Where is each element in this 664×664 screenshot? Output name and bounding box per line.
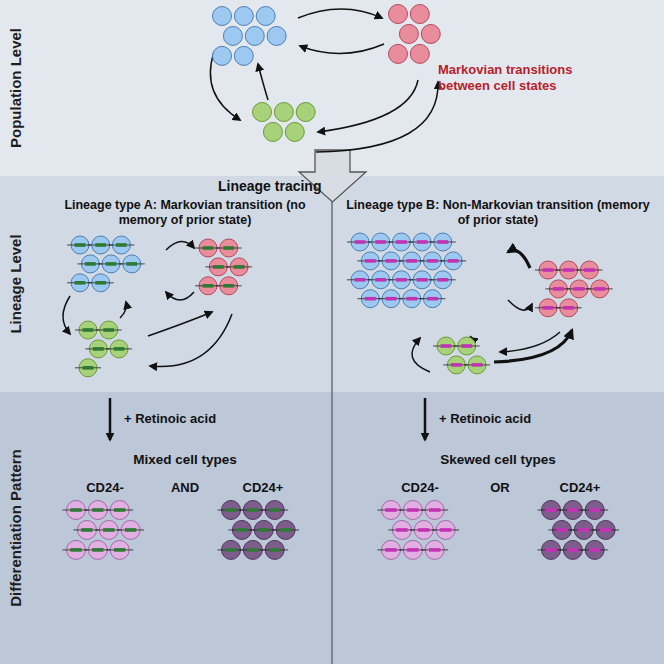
text-label: Lineage tracing xyxy=(218,178,321,195)
level-band: Population Level xyxy=(0,0,664,176)
text-label: CD24- xyxy=(86,480,124,496)
level-heading: Population Level xyxy=(3,0,29,176)
text-label: AND xyxy=(171,480,199,496)
text-label: Markovian transitions between cell state… xyxy=(438,62,603,93)
divider-line xyxy=(331,196,332,664)
text-label: Mixed cell types xyxy=(133,452,237,468)
text-label: CD24+ xyxy=(243,480,284,496)
cell-clusters xyxy=(63,5,620,560)
level-band: Differentiation Pattern xyxy=(0,392,664,664)
level-heading: Lineage Level xyxy=(3,176,29,392)
text-label: Lineage type A: Markovian transition (no… xyxy=(40,198,330,228)
text-label: Lineage type B: Non-Markovian transition… xyxy=(343,198,653,228)
lineage-tracing-arrow xyxy=(299,150,366,202)
text-label: CD24+ xyxy=(560,480,601,496)
text-label: CD24- xyxy=(401,480,439,496)
level-heading: Differentiation Pattern xyxy=(3,392,29,664)
text-label: + Retinoic acid xyxy=(124,411,216,427)
text-label: + Retinoic acid xyxy=(439,411,531,427)
text-label: OR xyxy=(490,480,510,496)
text-label: Skewed cell types xyxy=(440,452,556,468)
